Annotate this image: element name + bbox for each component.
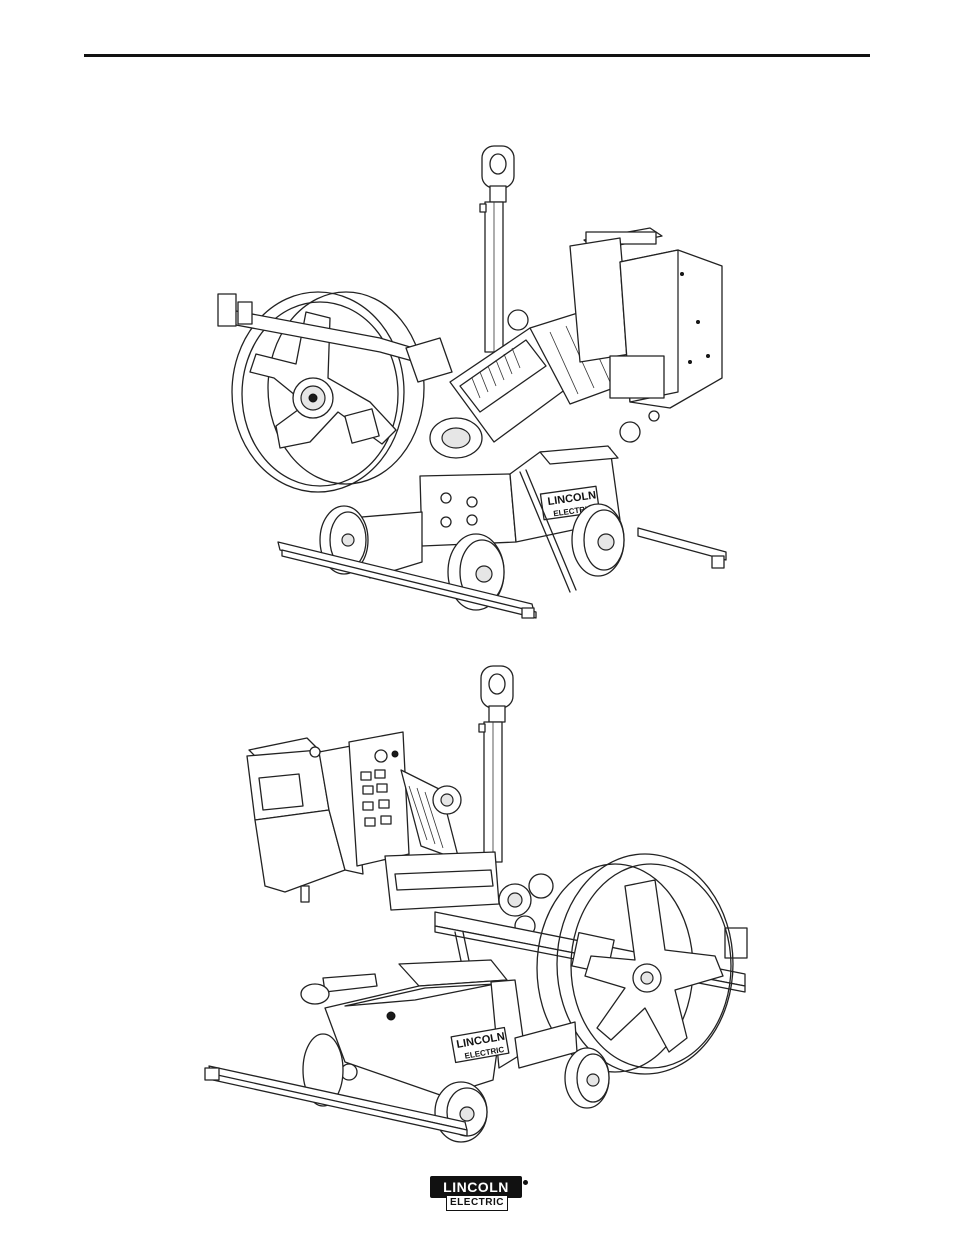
control-box [247,732,409,902]
tractor-front-view-drawing: LINCOLN ELECTRIC [210,142,750,632]
lincoln-electric-logo: LINCOLN ELECTRIC [430,1176,528,1212]
logo-bottom-text: ELECTRIC [446,1196,508,1211]
lifting-eye [482,146,514,202]
registered-mark-icon [523,1180,528,1185]
tractor-rear-view-drawing: LINCOLN ELECTRIC [195,660,765,1145]
lifting-eye [481,666,513,722]
logo-top-text: LINCOLN [430,1176,522,1198]
tractor-rear-view-figure: LINCOLN ELECTRIC [195,660,765,1145]
tractor-front-view-figure: LINCOLN ELECTRIC [210,142,750,632]
control-box [570,228,722,442]
header-rule [84,54,870,57]
mast-tube [479,722,502,862]
drive-motor [385,770,553,936]
mast-tube [480,202,503,352]
